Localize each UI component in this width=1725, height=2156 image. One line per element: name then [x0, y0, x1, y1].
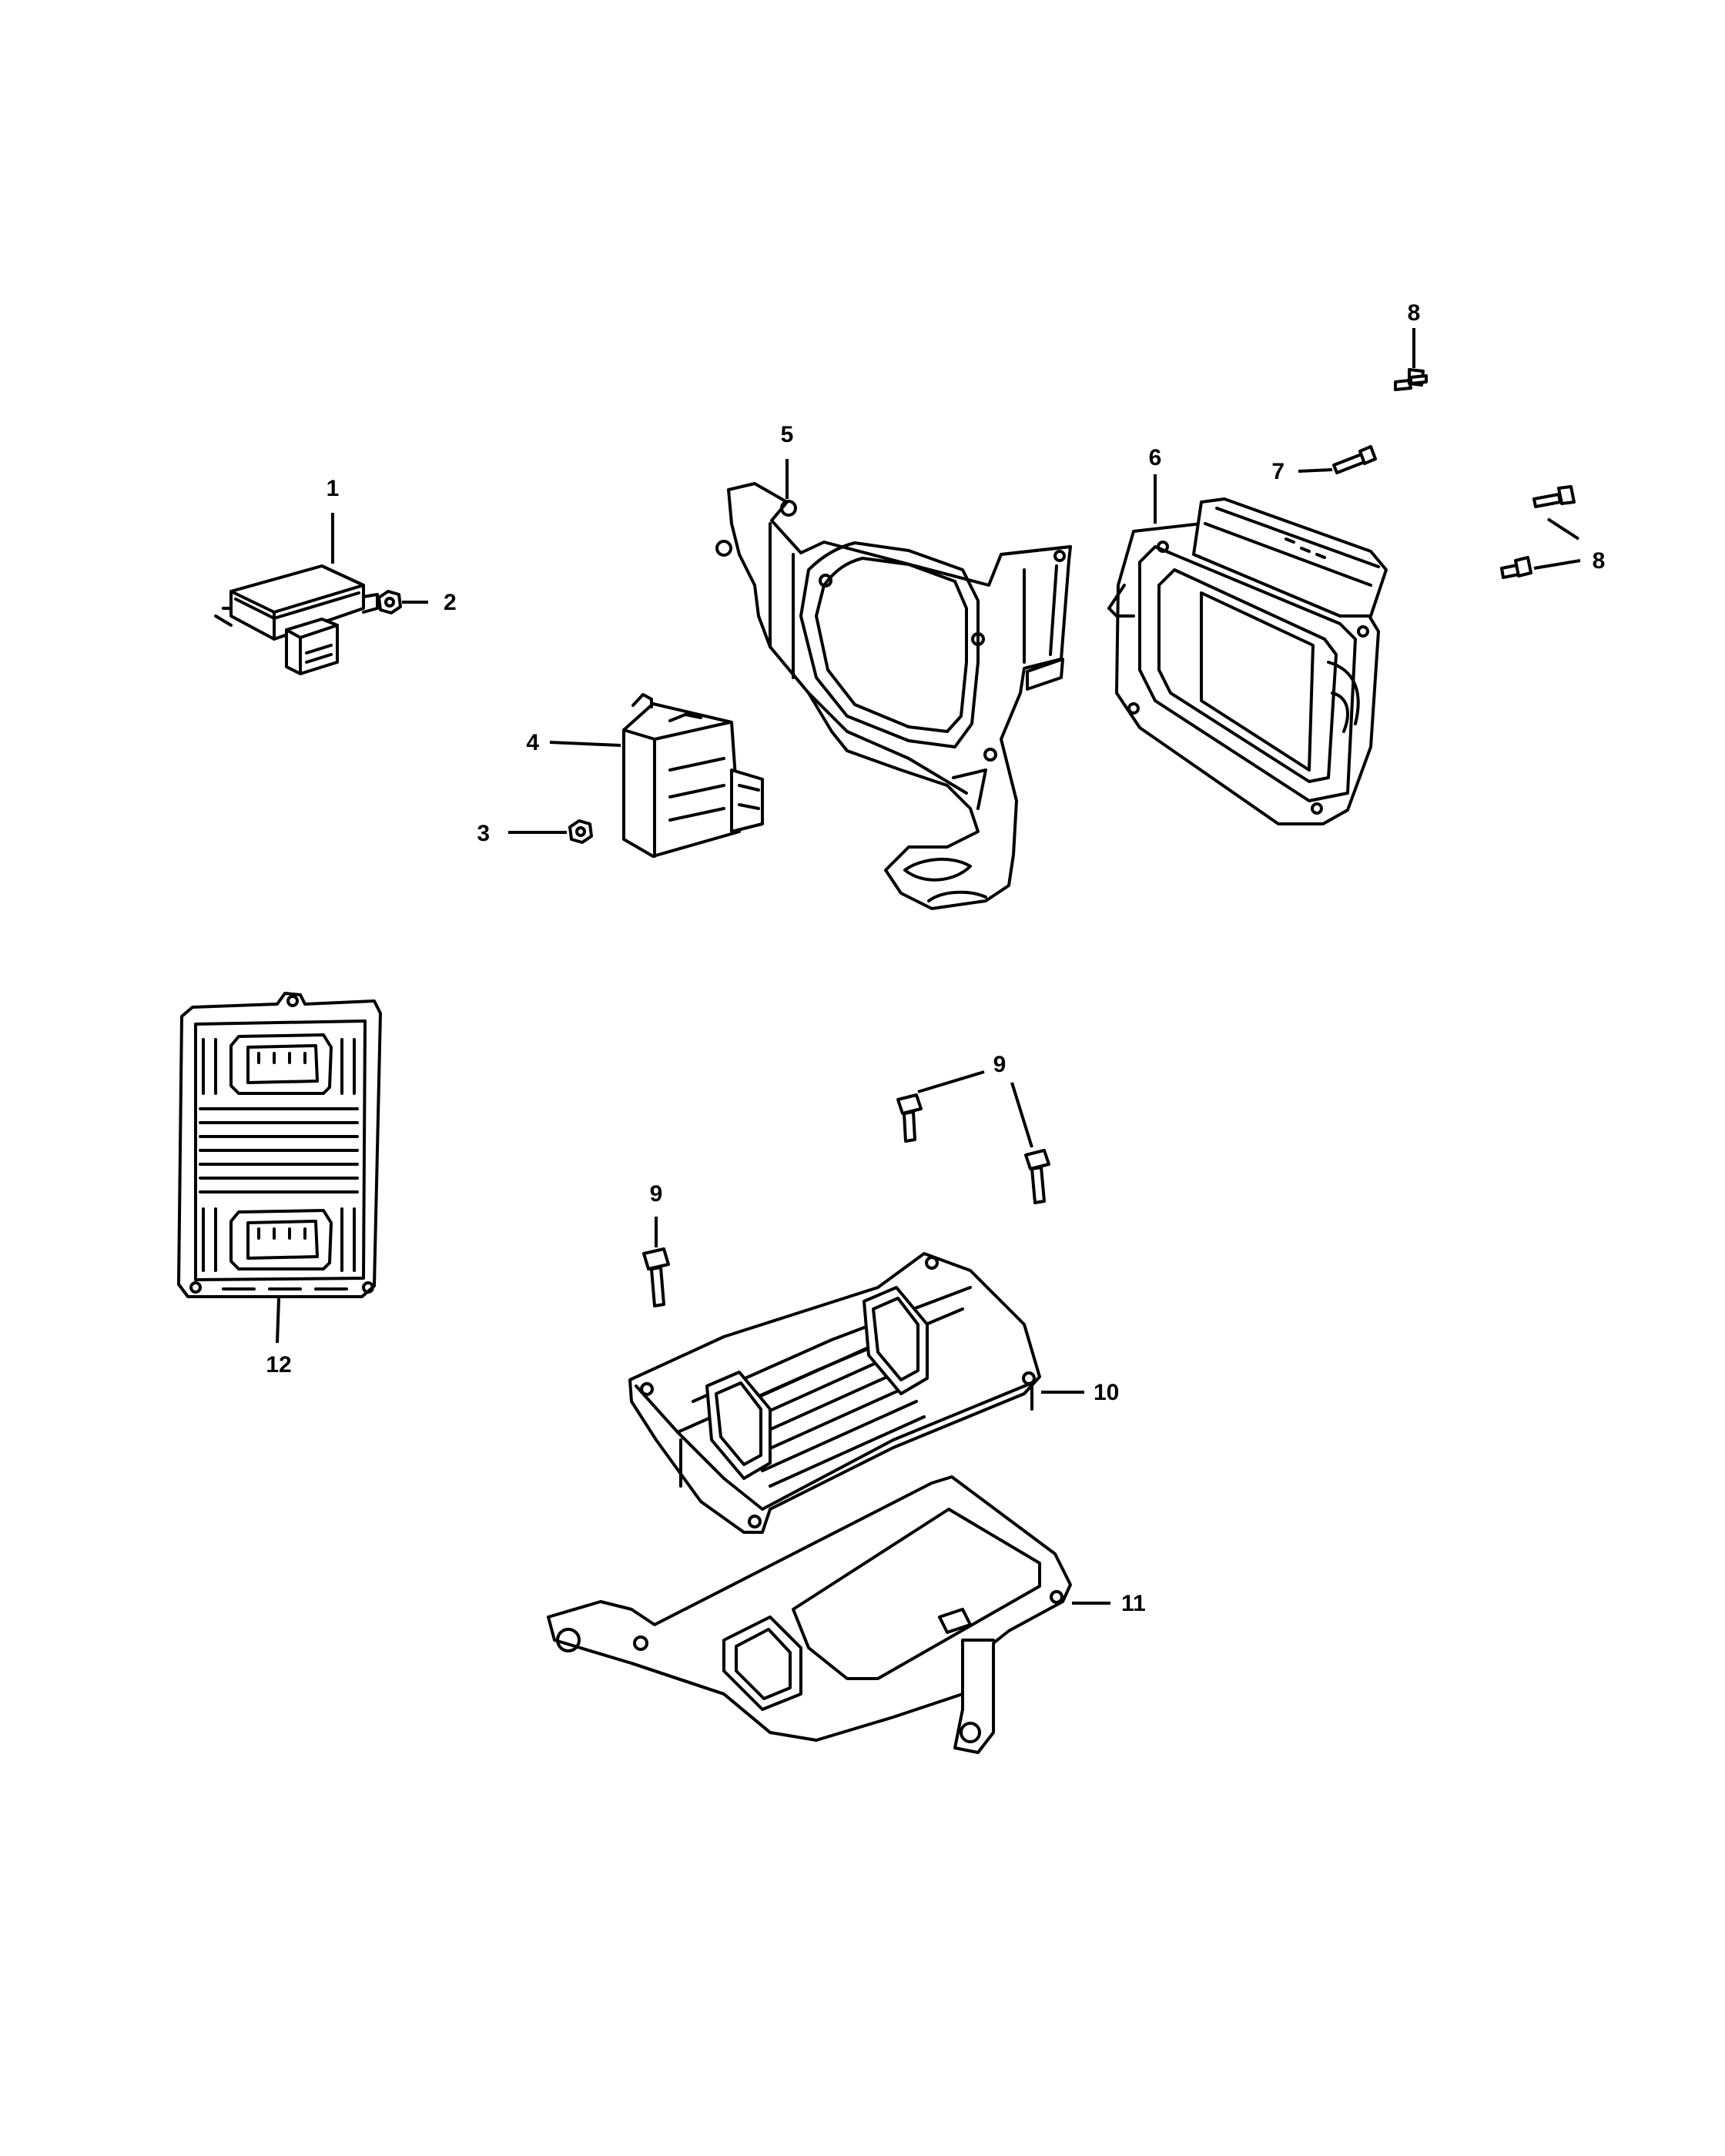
callout-2: 2 [444, 590, 457, 615]
callout-11: 11 [1121, 1591, 1146, 1616]
leader-line-4 [549, 741, 621, 747]
leader-line-12 [276, 1297, 280, 1344]
small-module-icon[interactable] [214, 564, 379, 675]
bolt-icon[interactable] [642, 1247, 670, 1307]
leader-line-9b [1010, 1082, 1033, 1148]
callout-4: 4 [526, 730, 539, 755]
callout-5: 5 [781, 422, 794, 447]
nut-icon[interactable] [568, 819, 593, 844]
bracket-icon[interactable] [547, 1475, 1072, 1754]
leader-line-8b [1546, 517, 1580, 541]
callout-3: 3 [477, 821, 490, 846]
leader-lines [276, 328, 1581, 1605]
callout-labels: 1 2 3 4 5 6 7 8 8 9 9 10 11 12 [266, 300, 1605, 1616]
callout-9-left: 9 [650, 1181, 663, 1207]
callout-10: 10 [1094, 1380, 1119, 1405]
callout-8-right: 8 [1593, 548, 1606, 574]
leader-line-9a [917, 1070, 985, 1093]
bolt-icon[interactable] [1024, 1149, 1050, 1204]
callout-9-upper: 9 [993, 1052, 1007, 1077]
leader-line-8c [1533, 559, 1581, 570]
nut-icon[interactable] [377, 590, 402, 614]
leader-line-7 [1298, 468, 1333, 473]
powertrain-control-module-icon[interactable] [628, 1252, 1041, 1534]
powertrain-control-module-icon[interactable] [177, 992, 382, 1298]
bolt-icon[interactable] [1532, 485, 1576, 508]
bolt-icon[interactable] [1394, 368, 1428, 391]
callout-8-upper: 8 [1408, 300, 1421, 326]
bracket-icon[interactable] [715, 482, 1072, 910]
bolt-icon[interactable] [896, 1093, 923, 1143]
callout-6: 6 [1149, 445, 1162, 470]
control-module-icon[interactable] [622, 693, 764, 858]
callout-12: 12 [266, 1352, 291, 1378]
callout-7: 7 [1271, 459, 1285, 484]
bolt-icon[interactable] [1500, 556, 1532, 579]
bolt-icon[interactable] [1332, 445, 1377, 474]
engine-control-module-icon[interactable] [1107, 497, 1388, 825]
callout-1: 1 [327, 476, 340, 501]
